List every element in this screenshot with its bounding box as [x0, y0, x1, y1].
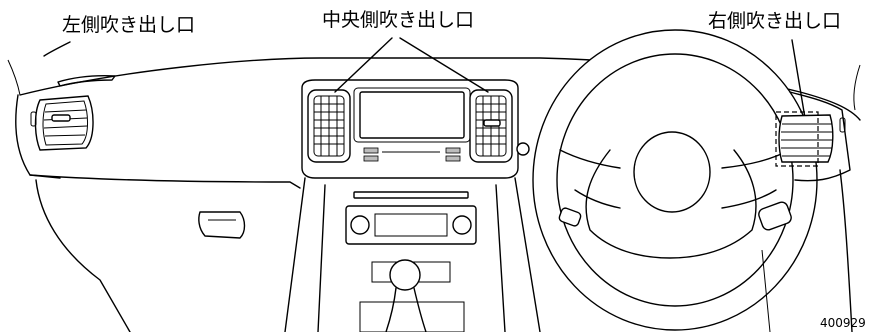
right-vent-highlight [775, 111, 819, 167]
left-vent [30, 95, 94, 151]
figure-code: 400929 [820, 316, 866, 330]
lower-dashboard-left [29, 174, 301, 189]
left-label-leader [43, 41, 71, 57]
right-vent [775, 111, 846, 167]
steering-wheel [532, 29, 818, 331]
center-vent-label: 中央側吹き出し口 [322, 9, 475, 31]
glovebox-handle [198, 211, 246, 239]
right-vent-label: 右側吹き出し口 [708, 10, 842, 32]
right-label-leader [791, 39, 806, 119]
center-label-leader-left [334, 37, 393, 93]
defroster-slit [57, 75, 116, 87]
center-panel [301, 79, 519, 179]
center-right-vent [469, 89, 513, 163]
left-vent-label: 左側吹き出し口 [62, 14, 196, 36]
center-left-vent [307, 89, 351, 163]
center-label-leader-right [399, 37, 489, 93]
dashboard-left-end [15, 94, 61, 179]
center-stack [284, 177, 541, 332]
ignition-knob [516, 142, 530, 156]
